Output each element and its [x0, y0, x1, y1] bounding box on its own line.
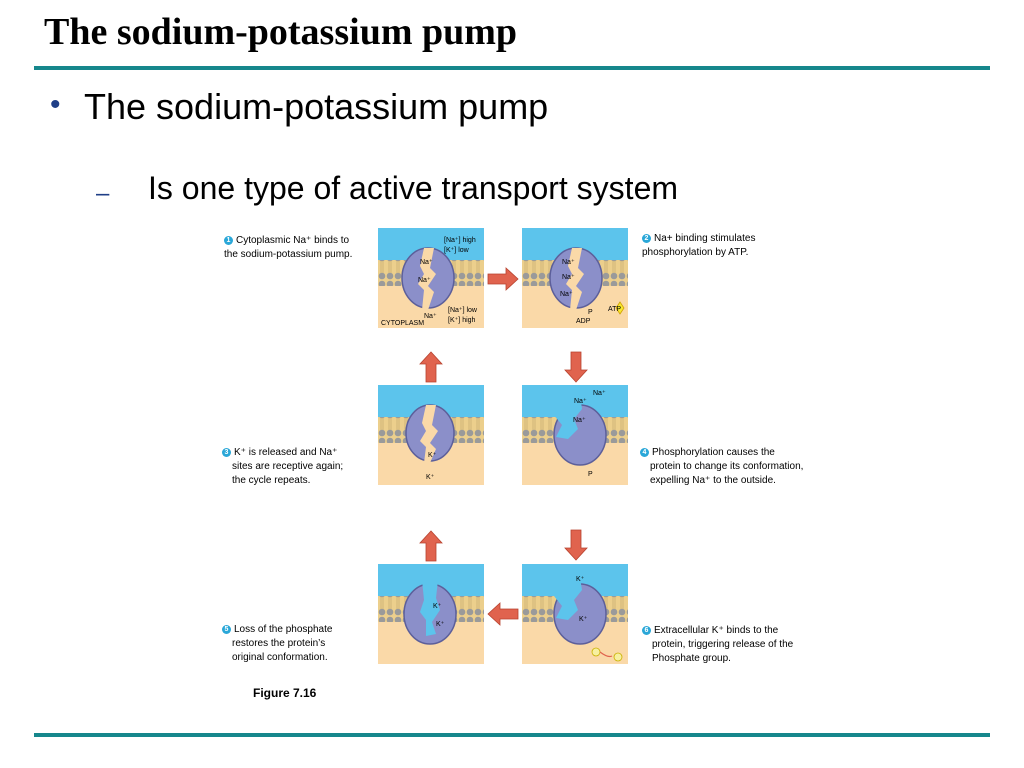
- caption-2-line-1: Na+ binding stimulates: [654, 233, 756, 244]
- panel-step-2: [522, 228, 628, 328]
- na-ion-4b: Na⁺: [574, 398, 587, 405]
- na-ion-4c: Na⁺: [573, 417, 586, 424]
- step-number-4: 4: [640, 448, 649, 457]
- na-ion-2b: Na⁺: [562, 274, 575, 281]
- phosphate-2: P: [588, 309, 593, 316]
- arrow-up-3-to-1: [419, 351, 443, 383]
- arrow-left-6-to-5: [487, 602, 519, 626]
- step-number-2: 2: [642, 234, 651, 243]
- bullet-text: The sodium-potassium pump: [84, 86, 549, 127]
- caption-4-line-2: protein to change its conformation,: [650, 461, 804, 472]
- na-ion-4a: Na⁺: [593, 390, 606, 397]
- caption-4-line-3: expelling Na⁺ to the outside.: [650, 475, 776, 486]
- caption-6-line-1: Extracellular K⁺ binds to the: [654, 625, 779, 636]
- caption-1-line-2: the sodium-potassium pump.: [224, 249, 353, 260]
- step-number-1: 1: [224, 236, 233, 245]
- slide-title: The sodium-potassium pump: [44, 11, 518, 53]
- label-adp: ADP: [576, 318, 591, 325]
- sub-bullet-text: Is one type of active transport system: [148, 170, 679, 206]
- phosphate-4: P: [588, 471, 593, 478]
- panel-step-4: [522, 385, 628, 485]
- na-ion-2c: Na⁺: [560, 291, 573, 298]
- caption-5-line-3: original conformation.: [232, 652, 328, 663]
- na-ion-1b: Na⁺: [418, 277, 431, 284]
- step-number-6: 6: [642, 626, 651, 635]
- k-ion-5a: K⁺: [433, 603, 442, 610]
- na-ion-2a: Na⁺: [562, 259, 575, 266]
- panel-step-3: [378, 385, 484, 485]
- label-k-low: [K⁺] low: [444, 247, 469, 254]
- label-cytoplasm: CYTOPLASM: [381, 320, 425, 327]
- label-na-low: [Na⁺] low: [448, 307, 477, 314]
- panel-step-6: [522, 564, 628, 664]
- label-atp: ATP: [608, 306, 622, 313]
- caption-5-line-2: restores the protein’s: [232, 638, 326, 649]
- caption-2-line-2: phosphorylation by ATP.: [642, 247, 749, 258]
- na-ion-1c: Na⁺: [424, 313, 437, 320]
- k-ion-5b: K⁺: [436, 621, 445, 628]
- caption-3-line-3: the cycle repeats.: [232, 475, 311, 486]
- arrow-down-2-to-4: [564, 351, 588, 383]
- arrow-up-5-to-3: [419, 530, 443, 562]
- k-ion-3a: K⁺: [428, 452, 437, 459]
- arrow-down-4-to-6: [564, 529, 588, 561]
- label-k-high: [K⁺] high: [448, 317, 476, 324]
- na-ion-1a: Na⁺: [420, 259, 433, 266]
- caption-5-line-1: Loss of the phosphate: [234, 624, 333, 635]
- footer-divider: [34, 733, 990, 737]
- k-ion-6a: K⁺: [576, 576, 585, 583]
- bullet-marker: •: [50, 88, 61, 121]
- step-number-3: 3: [222, 448, 231, 457]
- caption-6-line-2: protein, triggering release of the: [652, 639, 794, 650]
- figure-label: Figure 7.16: [253, 686, 317, 700]
- panel-step-1: [378, 228, 484, 328]
- k-ion-3b: K⁺: [426, 474, 435, 481]
- caption-4-line-1: Phosphorylation causes the: [652, 447, 775, 458]
- title-divider: [34, 66, 990, 70]
- caption-6-line-3: Phosphate group.: [652, 653, 731, 664]
- label-na-high: [Na⁺] high: [444, 237, 476, 244]
- step-number-5: 5: [222, 625, 231, 634]
- caption-1-line-1: Cytoplasmic Na⁺ binds to: [236, 235, 350, 246]
- panel-step-5: [378, 564, 484, 664]
- caption-3-line-1: K⁺ is released and Na⁺: [234, 447, 338, 458]
- k-ion-6b: K⁺: [579, 616, 588, 623]
- arrow-right-1-to-2: [487, 267, 519, 291]
- sub-bullet-marker: –: [96, 180, 110, 207]
- caption-3-line-2: sites are receptive again;: [232, 461, 344, 472]
